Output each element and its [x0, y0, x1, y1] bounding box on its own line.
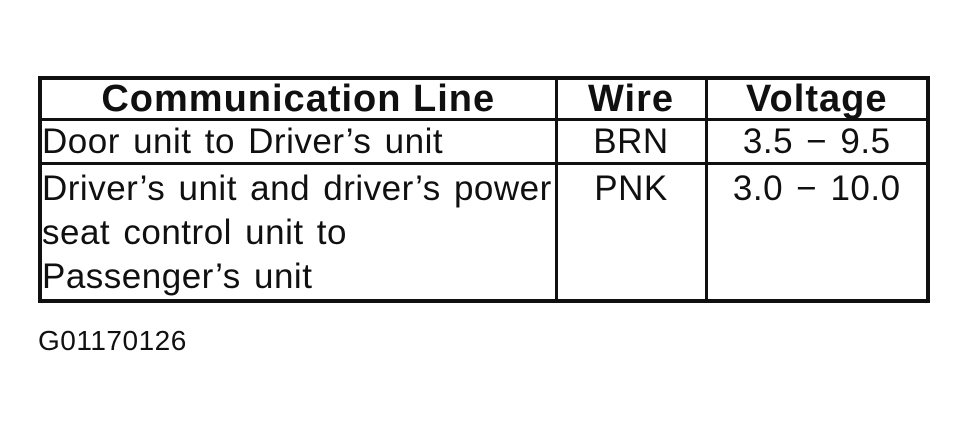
column-header-voltage: Voltage — [704, 76, 930, 121]
column-header-wire: Wire — [554, 76, 708, 121]
communication-line-table: Communication Line Wire Voltage Door uni… — [38, 76, 930, 303]
cell-communication-line: Door unit to Driver’s unit — [38, 118, 558, 165]
cell-wire-color: BRN — [554, 118, 708, 165]
cell-voltage-range: 3.5 − 9.5 — [704, 118, 930, 165]
table-header-row: Communication Line Wire Voltage — [38, 76, 930, 121]
cell-wire-color: PNK — [554, 162, 708, 303]
column-header-communication-line: Communication Line — [38, 76, 558, 121]
table-row: Driver’s unit and driver’s power seat co… — [38, 162, 930, 303]
cell-voltage-range: 3.0 − 10.0 — [704, 162, 930, 303]
cell-communication-line: Driver’s unit and driver’s power seat co… — [38, 162, 558, 303]
table-row: Door unit to Driver’s unit BRN 3.5 − 9.5 — [38, 118, 930, 165]
figure-id: G01170126 — [38, 325, 187, 356]
